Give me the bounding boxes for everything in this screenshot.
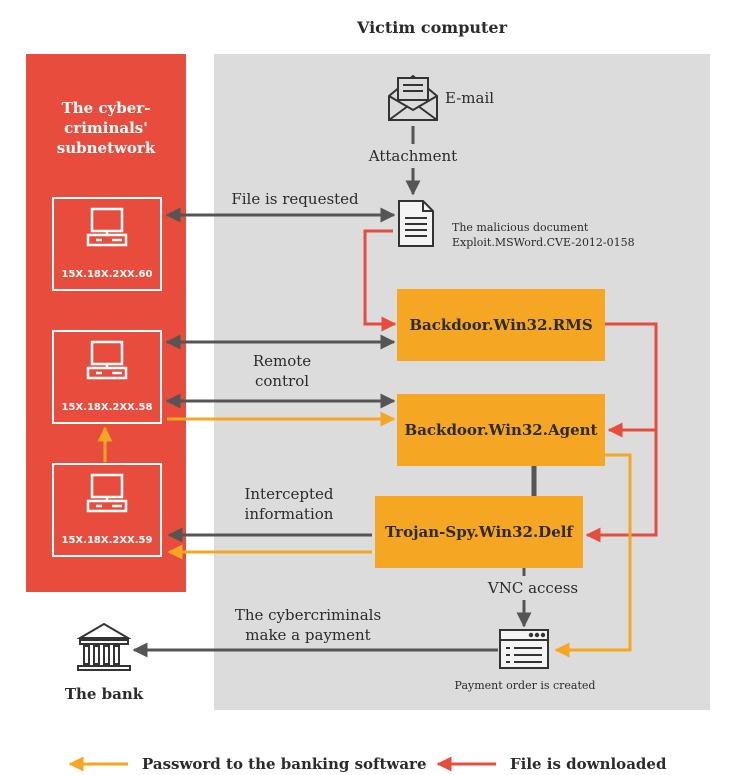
bank-icon xyxy=(76,622,132,671)
payment-order-caption: Payment order is created xyxy=(454,679,596,692)
document-to-rms-arrow xyxy=(363,229,397,332)
computer-icon xyxy=(86,340,128,380)
victim-computer-title: Victim computer xyxy=(356,18,508,37)
payment-order-icon xyxy=(499,629,549,669)
computer-ip: 15X.18X.2XX.58 xyxy=(61,402,153,413)
computer-icon xyxy=(86,207,128,247)
computer-58: 15X.18X.2XX.58 xyxy=(52,330,162,424)
attachment-label: Attachment xyxy=(358,146,468,166)
computer-60: 15X.18X.2XX.60 xyxy=(52,197,162,291)
legend-password-label: Password to the banking software xyxy=(142,755,427,773)
agent-to-payment-arrow xyxy=(554,453,632,658)
bank-label: The bank xyxy=(64,685,144,703)
payment-label: The cybercriminals make a payment xyxy=(234,606,382,644)
subnetwork-title: The cyber- criminals' subnetwork xyxy=(56,99,156,157)
remote-control-label: Remote control xyxy=(252,352,312,390)
backdoor-rms-box: Backdoor.Win32.RMS xyxy=(397,289,605,361)
document-icon xyxy=(398,200,434,247)
backdoor-agent-box: Backdoor.Win32.Agent xyxy=(397,394,605,466)
vnc-access-label: VNC access xyxy=(478,578,588,598)
legend-download-label: File is downloaded xyxy=(510,755,667,773)
email-label: E-mail xyxy=(445,89,495,107)
computer-59: 15X.18X.2XX.59 xyxy=(52,463,162,557)
computer-ip: 15X.18X.2XX.59 xyxy=(61,535,153,546)
document-caption: The malicious document Exploit.MSWord.CV… xyxy=(452,221,635,249)
file-requested-label: File is requested xyxy=(231,190,359,208)
trojan-delf-box: Trojan-Spy.Win32.Delf xyxy=(375,496,583,568)
computer-icon xyxy=(86,473,128,513)
intercepted-info-label: Intercepted information xyxy=(244,485,334,523)
email-icon xyxy=(388,74,438,121)
computer-ip: 15X.18X.2XX.60 xyxy=(61,269,153,280)
